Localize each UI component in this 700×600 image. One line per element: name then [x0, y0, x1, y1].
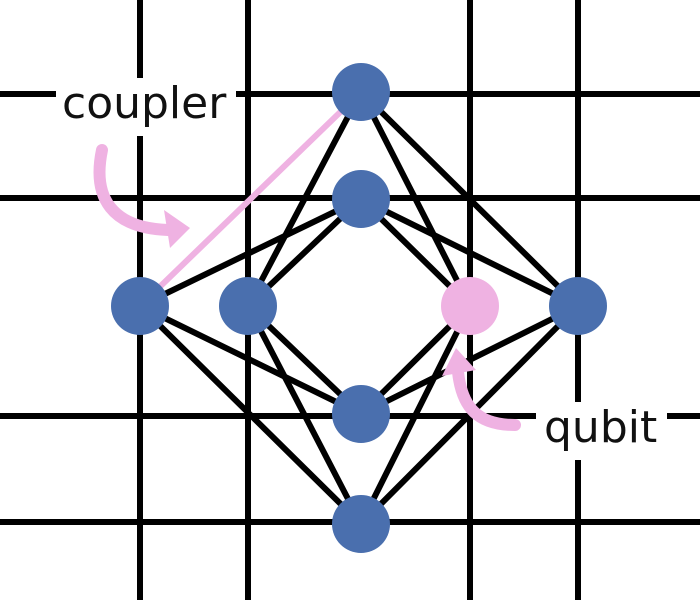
coupler-arrowhead-icon	[164, 210, 190, 248]
coupler-edge-right-inner-top	[358, 196, 581, 309]
qubit-node-bottom	[332, 495, 390, 553]
coupler-edge-left-inner-top	[137, 196, 364, 309]
qubit-arrowhead-icon	[442, 348, 476, 376]
coupler-label: coupler	[56, 78, 237, 136]
qubit-node-right	[549, 277, 607, 335]
coupler-edge-right-top	[358, 89, 581, 309]
coupler-edge-inner-left-top	[245, 89, 364, 309]
coupler-edge-inner-right-top	[358, 89, 473, 309]
qubit-label: qubit	[536, 402, 668, 460]
qubit-arrow-icon	[452, 366, 521, 431]
qubit-node-top	[332, 63, 390, 121]
qubit-node-left	[111, 277, 169, 335]
coupler-highlighted-edge-left-top	[137, 89, 364, 309]
coupler-edge-left-inner-bottom	[137, 303, 364, 417]
qubit-node-inner-left	[219, 277, 277, 335]
qubit-node-inner-bottom	[332, 385, 390, 443]
coupler-edge-right-inner-bottom	[358, 303, 581, 417]
qubit-node-highlighted-inner-right	[441, 277, 499, 335]
coupler-arrow-icon	[93, 144, 174, 236]
annotation-arrows	[93, 144, 521, 431]
coupler-edges	[137, 89, 581, 527]
coupler-edge-left-bottom	[137, 303, 364, 527]
qubit-nodes	[111, 63, 607, 553]
coupler-edge-inner-left-bottom	[245, 303, 364, 527]
qubit-node-inner-top	[332, 170, 390, 228]
coupler-edge-inner-right-bottom	[358, 303, 473, 527]
